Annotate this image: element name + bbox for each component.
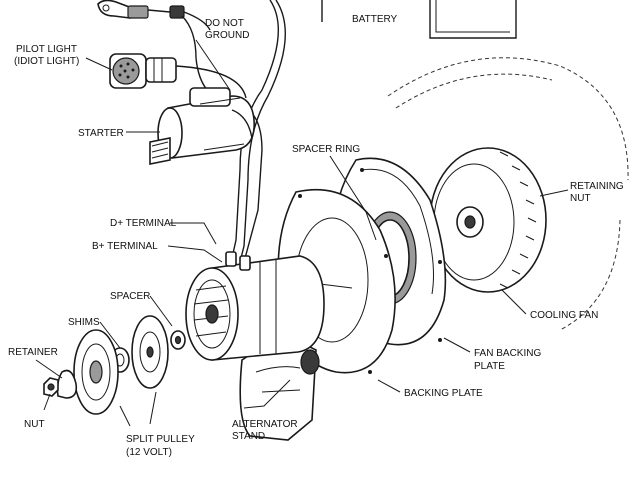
nut-part [43,377,59,397]
retaining-nut-label-line1: RETAINING [570,181,624,192]
nut-label: NUT [24,419,45,430]
alternator-stand-label-line1: ALTERNATOR [232,419,298,430]
pulley-half-inner [131,315,169,389]
spacer-part [170,330,186,350]
leader-lines [35,39,569,427]
split-pulley-label-line1: SPLIT PULLEY [126,434,195,445]
retainer-label: RETAINER [8,347,58,358]
alternator-stand-label-line2: STAND [232,431,265,442]
split-pulley-label-line2: (12 VOLT) [126,447,172,458]
starter-motor [149,87,255,165]
ignition-key-drawing [97,0,185,19]
alternator-stand-part [239,341,320,441]
pilot-light-label-line1: PILOT LIGHT [16,44,77,55]
battery-drawing [321,0,517,39]
pilot-light-label-line2: (IDIOT LIGHT) [14,56,79,67]
cooling-fan-part [429,147,547,293]
fan-backing-plate-label-line1: FAN BACKING [474,348,541,359]
retainer-part [56,369,78,399]
pulley-half-outer [73,329,119,415]
shims-label: SHIMS [68,317,100,328]
spacer-ring-label: SPACER RING [292,144,360,155]
battery-label: BATTERY [352,14,398,25]
fan-backing-plate-label-line2: PLATE [474,361,505,372]
d-plus-terminal-label: D+ TERMINAL [110,218,177,229]
pilot-light-connector [109,53,177,89]
retaining-nut-label-line2: NUT [570,193,591,204]
labels: BATTERY DO NOT GROUND PILOT LIGHT (IDIOT… [8,14,624,458]
b-plus-terminal-label: B+ TERMINAL [92,241,158,252]
fan-shroud-outline [387,57,629,331]
do-not-ground-label-line2: GROUND [205,30,249,41]
starter-label: STARTER [78,128,124,139]
alternator-body-part [185,251,325,361]
do-not-ground-label-line1: DO NOT [205,18,244,29]
spacer-label: SPACER [110,291,150,302]
cooling-fan-label: COOLING FAN [530,310,598,321]
backing-plate-label: BACKING PLATE [404,388,483,399]
